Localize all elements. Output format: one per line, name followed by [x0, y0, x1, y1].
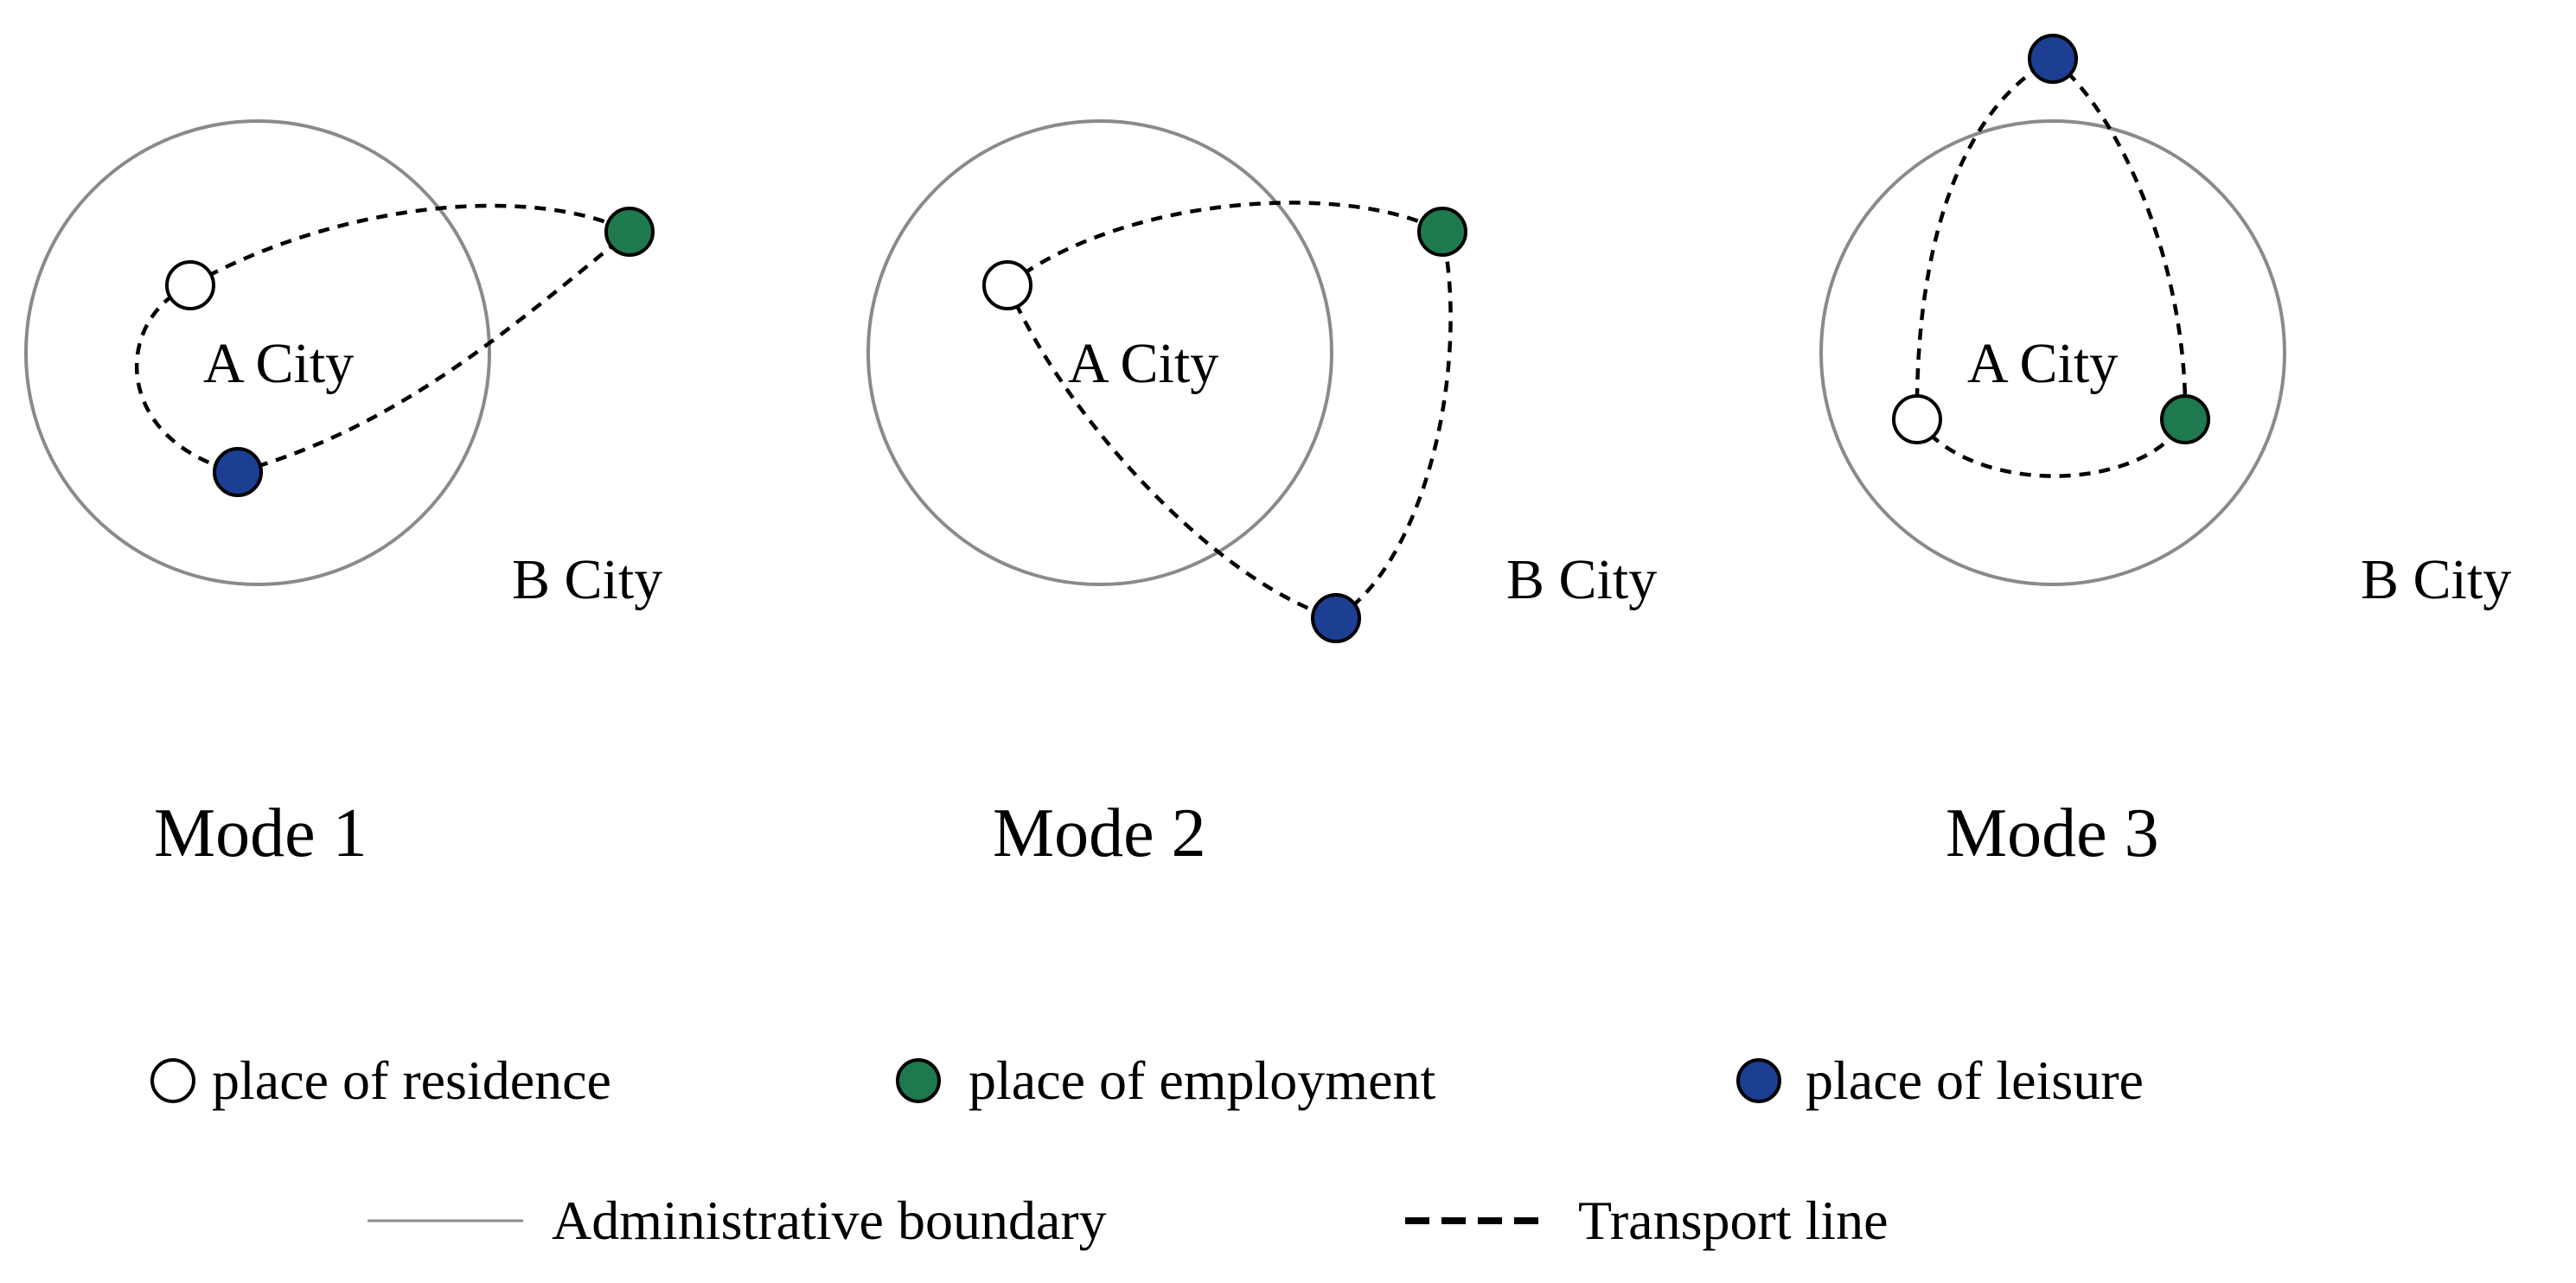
mode-3-route-residence-employment	[1915, 418, 2187, 478]
mode-1-city-a-boundary	[24, 119, 491, 586]
mode-2-employment-point	[1417, 207, 1467, 257]
legend-employment-label: place of employment	[968, 1050, 1435, 1111]
mode-2-leisure-point	[1311, 593, 1361, 643]
mode-3-city-b-label: B City	[2361, 548, 2511, 611]
mode-3-residence-point	[1892, 394, 1942, 444]
legend-boundary-label: Administrative boundary	[552, 1190, 1107, 1251]
mode-3-route-leisure-employment	[2051, 57, 2188, 420]
mode-1-city-a-label: A City	[203, 332, 354, 395]
mode-3-route-residence-leisure	[1914, 57, 2055, 420]
mode-1-title: Mode 1	[154, 795, 368, 871]
mode-1-route-residence-employment	[189, 203, 630, 287]
legend-transport-label: Transport line	[1578, 1190, 1889, 1251]
legend: place of residence place of employment p…	[150, 1050, 2144, 1251]
mode-1-city-b-label: B City	[512, 548, 662, 611]
legend-residence-icon	[150, 1058, 195, 1103]
mode-3-panel: A City B City Mode 3	[1819, 34, 2511, 871]
mode-2-residence-point	[982, 260, 1032, 310]
mode-2-title: Mode 2	[993, 795, 1206, 871]
legend-leisure-icon	[1736, 1058, 1781, 1103]
mode-3-employment-point	[2160, 394, 2210, 444]
mode-3-leisure-point	[2028, 34, 2078, 84]
mode-2-route-residence-leisure	[1005, 284, 1337, 621]
mode-2-route-residence-employment	[1006, 201, 1444, 287]
mode-2-city-b-label: B City	[1506, 548, 1657, 611]
mode-1-employment-point	[604, 207, 655, 257]
mode-2-route-leisure-employment	[1334, 231, 1453, 620]
mode-2-city-a-label: A City	[1068, 332, 1218, 395]
legend-residence-label: place of residence	[212, 1050, 611, 1111]
mode-3-city-a-label: A City	[1967, 332, 2118, 395]
mode-1-route-leisure-employment	[237, 230, 631, 475]
legend-leisure-label: place of leisure	[1806, 1050, 2144, 1111]
mode-2-city-a-boundary	[866, 119, 1333, 586]
mode-1-leisure-point	[213, 447, 263, 497]
mode-1-panel: A City B City Mode 1	[24, 119, 662, 871]
mode-3-city-a-boundary	[1819, 119, 2286, 586]
mode-1-residence-point	[165, 260, 215, 310]
legend-employment-icon	[896, 1058, 941, 1103]
mode-2-panel: A City B City Mode 2	[866, 119, 1657, 871]
mode-3-title: Mode 3	[1946, 795, 2159, 871]
